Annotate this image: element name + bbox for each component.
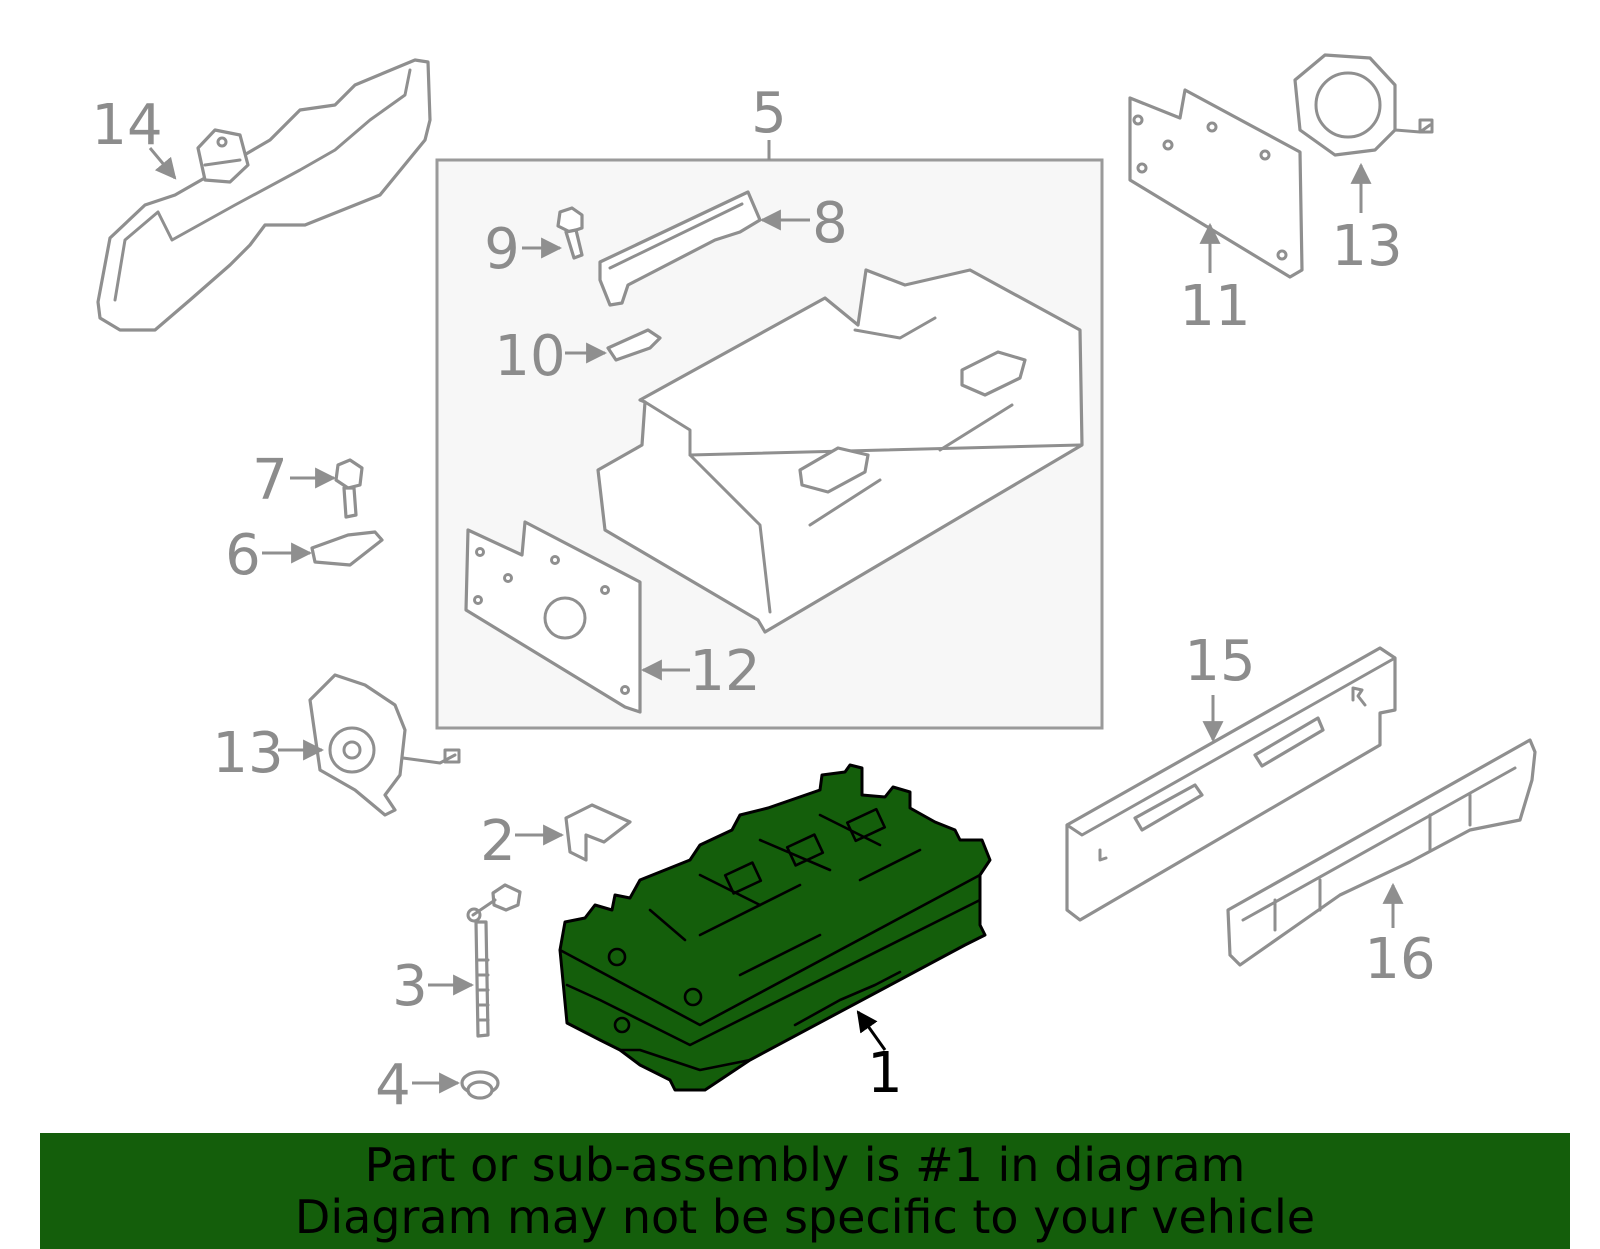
callout-12[interactable]: 12 [689, 639, 760, 704]
part-13-blower-left[interactable] [308, 673, 461, 817]
leader-14 [148, 147, 177, 180]
part-1-battery-assembly[interactable] [558, 763, 992, 1092]
callout-10[interactable]: 10 [494, 324, 565, 389]
part-3-stud[interactable] [466, 883, 522, 1038]
callout-9[interactable]: 9 [484, 217, 520, 282]
callout-6[interactable]: 6 [225, 523, 261, 588]
part-4-grommet[interactable] [460, 1070, 500, 1100]
part-9-bolt[interactable] [556, 206, 584, 260]
callout-11[interactable]: 11 [1179, 274, 1250, 339]
part-16-reinforcement[interactable] [1226, 738, 1537, 967]
part-5-battery-cover[interactable] [596, 268, 1084, 634]
callout-13-left[interactable]: 13 [212, 721, 283, 786]
callout-2[interactable]: 2 [480, 809, 516, 874]
part-11-plate[interactable] [1128, 88, 1304, 279]
callout-7[interactable]: 7 [252, 448, 288, 513]
callout-14[interactable]: 14 [91, 93, 162, 158]
banner-line-1: Part or sub-assembly is #1 in diagram [364, 1138, 1246, 1192]
part-13-blower-right[interactable] [1293, 53, 1434, 157]
callout-4[interactable]: 4 [375, 1053, 411, 1118]
part-10-clip[interactable] [606, 328, 662, 362]
part-8-bracket[interactable] [598, 190, 762, 307]
part-15-sill-panel[interactable] [1065, 646, 1397, 922]
part-14-bracket[interactable] [96, 58, 432, 332]
callout-13-right[interactable]: 13 [1331, 214, 1402, 279]
callout-8[interactable]: 8 [812, 191, 848, 256]
callout-16[interactable]: 16 [1364, 927, 1435, 992]
part-6-clip[interactable] [310, 530, 384, 567]
info-banner: Part or sub-assembly is #1 in diagram Di… [40, 1133, 1570, 1249]
leader-1 [856, 1010, 887, 1051]
part-7-bolt[interactable] [334, 458, 364, 519]
callout-1[interactable]: 1 [867, 1041, 903, 1106]
callout-15[interactable]: 15 [1184, 629, 1255, 694]
callout-3[interactable]: 3 [392, 954, 428, 1019]
banner-line-2: Diagram may not be specific to your vehi… [294, 1190, 1316, 1244]
part-12-plate[interactable] [464, 520, 642, 714]
part-2-bracket[interactable] [564, 803, 632, 862]
callout-5[interactable]: 5 [751, 81, 787, 146]
